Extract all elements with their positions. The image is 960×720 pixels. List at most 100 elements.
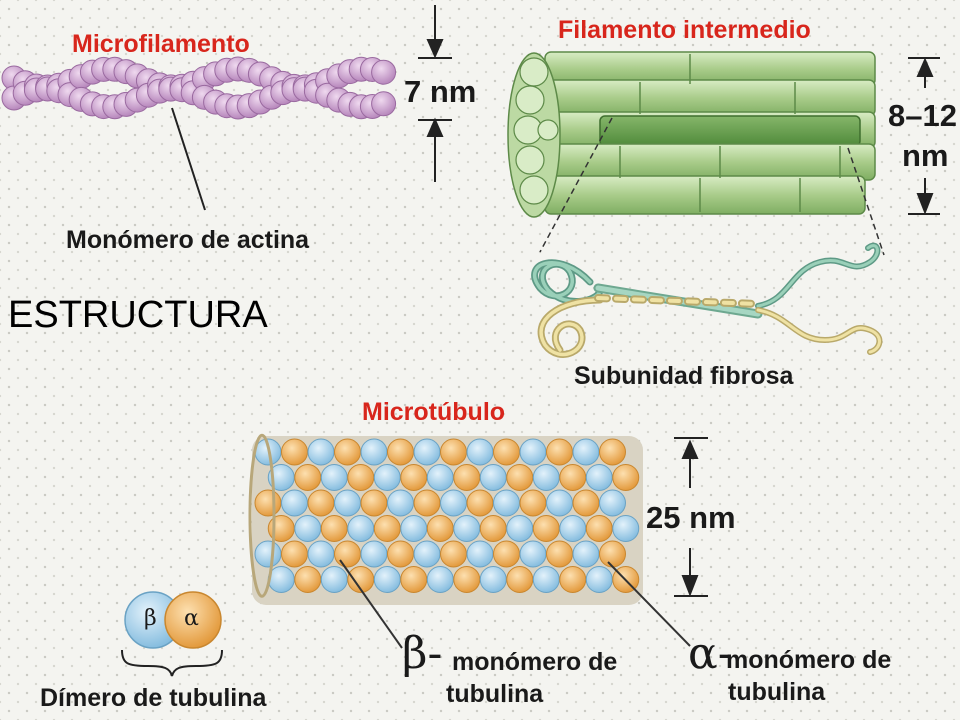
alpha-tubulin-bead bbox=[466, 489, 494, 517]
beta-tubulin-bead bbox=[426, 566, 454, 593]
alpha-tubulin-bead bbox=[281, 540, 308, 568]
alpha-tubulin-bead bbox=[453, 566, 481, 593]
beta-tubulin-bead bbox=[281, 489, 308, 517]
alpha-tubulin-bead bbox=[334, 540, 361, 568]
microtubule-cylinder bbox=[248, 433, 643, 605]
dimer-brace bbox=[121, 649, 223, 677]
alpha-tubulin-bead bbox=[334, 438, 361, 466]
beta-tubulin-bead bbox=[307, 438, 335, 466]
beta-tubulin-bead bbox=[559, 515, 587, 542]
fibrous-subunit bbox=[531, 242, 883, 358]
microtubule-size-arrows bbox=[674, 437, 708, 597]
beta-tubulin-bead bbox=[373, 464, 401, 491]
alpha-tubulin-bead bbox=[493, 540, 520, 568]
microfilament-size-label: 7 nm bbox=[404, 74, 477, 109]
microfilament-size-arrows bbox=[418, 5, 452, 182]
beta-tubulin-bead bbox=[373, 566, 401, 593]
beta-tubulin-bead bbox=[347, 515, 375, 542]
beta-tubulin-bead bbox=[440, 489, 467, 517]
alpha-tubulin-bead bbox=[612, 464, 640, 491]
alpha-tubulin-bead bbox=[413, 489, 441, 517]
alpha-prefix: α- bbox=[688, 628, 733, 679]
actin-monomer-label: Monómero de actina bbox=[66, 226, 310, 254]
alpha-monomer-label-line1: monómero de bbox=[726, 646, 892, 674]
alpha-tubulin-bead bbox=[506, 566, 534, 593]
beta-tubulin-bead bbox=[453, 515, 481, 542]
microfilament-title: Microfilamento bbox=[72, 30, 250, 58]
alpha-tubulin-bead bbox=[532, 515, 560, 542]
beta-monomer-label-line1: monómero de bbox=[452, 648, 618, 676]
page-heading: ESTRUCTURA bbox=[8, 294, 268, 336]
alpha-tubulin-bead bbox=[426, 515, 454, 542]
alpha-tubulin-bead bbox=[572, 489, 600, 517]
alpha-tubulin-bead bbox=[519, 489, 547, 517]
beta-tubulin-bead bbox=[532, 464, 560, 491]
alpha-tubulin-bead bbox=[387, 540, 414, 568]
alpha-tubulin-bead bbox=[479, 515, 507, 542]
alpha-tubulin-bead bbox=[559, 566, 587, 593]
alpha-tubulin-bead bbox=[281, 438, 308, 466]
beta-prefix: β- bbox=[402, 628, 443, 679]
beta-tubulin-bead bbox=[572, 438, 600, 466]
intermediate-filament-title: Filamento intermedio bbox=[558, 16, 811, 44]
beta-tubulin-bead bbox=[519, 540, 547, 568]
beta-tubulin-bead bbox=[506, 515, 534, 542]
beta-tubulin-bead bbox=[400, 515, 428, 542]
alpha-tubulin-bead bbox=[440, 540, 467, 568]
beta-tubulin-bead bbox=[360, 540, 388, 568]
alpha-tubulin-bead bbox=[506, 464, 534, 491]
beta-tubulin-bead bbox=[585, 566, 613, 593]
beta-tubulin-bead bbox=[479, 566, 507, 593]
alpha-tubulin-bead bbox=[360, 489, 388, 517]
intermediate-filament-size-line2: nm bbox=[902, 138, 949, 173]
dimer-alpha-symbol: α bbox=[184, 606, 199, 631]
beta-tubulin-bead bbox=[254, 540, 282, 568]
actin-microfilament bbox=[1, 56, 397, 120]
alpha-tubulin-bead bbox=[585, 515, 613, 542]
alpha-pointer-line bbox=[607, 561, 691, 647]
alpha-tubulin-bead bbox=[546, 540, 573, 568]
beta-tubulin-bead bbox=[307, 540, 335, 568]
beta-tubulin-bead bbox=[387, 489, 414, 517]
beta-tubulin-bead bbox=[320, 464, 348, 491]
alpha-tubulin-bead bbox=[294, 464, 322, 491]
alpha-tubulin-bead bbox=[347, 464, 375, 491]
beta-tubulin-bead bbox=[612, 515, 640, 542]
beta-tubulin-bead bbox=[519, 438, 547, 466]
actin-pointer-line bbox=[171, 107, 206, 211]
beta-tubulin-bead bbox=[413, 540, 441, 568]
alpha-tubulin-bead bbox=[320, 515, 348, 542]
alpha-tubulin-bead bbox=[400, 566, 428, 593]
alpha-tubulin-bead bbox=[307, 489, 335, 517]
beta-tubulin-bead bbox=[413, 438, 441, 466]
microtubule-size-label: 25 nm bbox=[646, 500, 736, 535]
alpha-tubulin-bead bbox=[294, 566, 322, 593]
beta-tubulin-bead bbox=[294, 515, 322, 542]
tubulin-dimer-label: Dímero de tubulina bbox=[40, 684, 267, 712]
intermediate-filament-size-line1: 8–12 bbox=[888, 98, 957, 133]
tubulin-dimer bbox=[124, 591, 222, 649]
alpha-tubulin-bead bbox=[546, 438, 573, 466]
microtubule-title: Microtúbulo bbox=[362, 398, 506, 426]
alpha-tubulin-bead bbox=[559, 464, 587, 491]
beta-tubulin-bead bbox=[493, 489, 520, 517]
alpha-tubulin-bead bbox=[453, 464, 481, 491]
beta-monomer-label-line2: tubulina bbox=[446, 680, 544, 708]
intermediate-filament-bundle bbox=[507, 51, 885, 256]
beta-tubulin-bead bbox=[426, 464, 454, 491]
alpha-tubulin-bead bbox=[400, 464, 428, 491]
alpha-tubulin-bead bbox=[493, 438, 520, 466]
alpha-tubulin-bead bbox=[387, 438, 414, 466]
actin-bead bbox=[371, 59, 397, 85]
alpha-tubulin-bead bbox=[599, 540, 626, 568]
beta-tubulin-bead bbox=[532, 566, 560, 593]
actin-bead bbox=[371, 91, 397, 117]
beta-tubulin-bead bbox=[599, 489, 626, 517]
fibrous-subunit-label: Subunidad fibrosa bbox=[574, 362, 794, 390]
dimer-beta-symbol: β bbox=[144, 606, 157, 631]
beta-tubulin-bead bbox=[466, 540, 494, 568]
beta-tubulin-bead bbox=[585, 464, 613, 491]
beta-tubulin-bead bbox=[479, 464, 507, 491]
beta-tubulin-bead bbox=[572, 540, 600, 568]
